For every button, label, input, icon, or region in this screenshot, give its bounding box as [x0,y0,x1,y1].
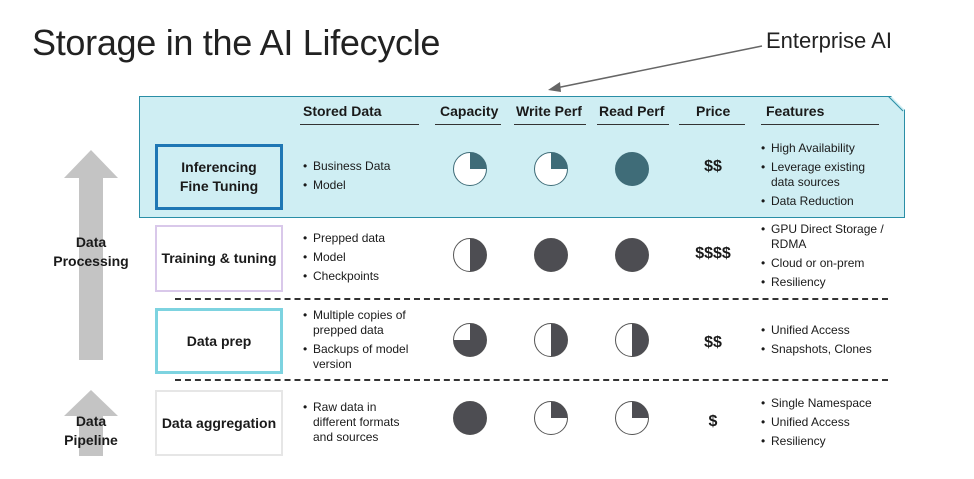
list-item: GPU Direct Storage / RDMA [761,222,886,252]
header-underline [514,124,586,125]
header-price: Price [696,103,731,119]
header-features: Features [766,103,825,119]
header-underline [300,124,419,125]
read-perf-pie [615,401,649,435]
price-value: $$$$ [695,245,731,262]
data-processing-label: Data Processing [53,234,129,269]
data-processing-arrow [64,150,118,360]
list-item: Data Reduction [761,194,886,209]
list-item: Resiliency [761,275,886,290]
price-value: $ [708,413,718,430]
list-item: Multiple copies of prepped data [303,308,428,338]
data-pipeline-arrow [64,390,118,456]
write-perf-pie [534,238,568,272]
list-item: Raw data in different formats and source… [303,400,418,445]
read-perf-pie [615,238,649,272]
read-perf-pie [615,152,649,186]
list-item: Snapshots, Clones [761,342,901,357]
features-list: Unified Access Snapshots, Clones [761,323,901,361]
header-underline [435,124,501,125]
enterprise-arrow [548,45,763,92]
capacity-pie [453,238,487,272]
capacity-pie [453,401,487,435]
stage-inferencing-fine-tuning: Inferencing Fine Tuning [155,144,283,210]
enterprise-ai-label: Enterprise AI [766,28,892,53]
stage-data-aggregation: Data aggregation [155,390,283,456]
write-perf-pie [534,152,568,186]
list-item: Unified Access [761,323,901,338]
header-read-perf: Read Perf [599,103,665,119]
list-item: Leverage existing data sources [761,160,886,190]
row-divider [175,379,888,381]
stored-data-list: Prepped data Model Checkpoints [303,231,385,288]
list-item: Prepped data [303,231,385,246]
stored-data-list: Multiple copies of prepped data Backups … [303,308,428,376]
features-list: GPU Direct Storage / RDMA Cloud or on-pr… [761,222,886,294]
features-list: High Availability Leverage existing data… [761,141,886,213]
list-item: Resiliency [761,434,901,449]
stage-data-prep: Data prep [155,308,283,374]
list-item: Single Namespace [761,396,901,411]
capacity-pie [453,323,487,357]
list-item: Business Data [303,159,390,174]
list-item: Unified Access [761,415,901,430]
stored-data-list: Business Data Model [303,159,390,197]
list-item: High Availability [761,141,886,156]
header-underline [679,124,745,125]
list-item: Cloud or on-prem [761,256,886,271]
header-stored-data: Stored Data [303,103,382,119]
features-list: Single Namespace Unified Access Resilien… [761,396,901,453]
list-item: Backups of model version [303,342,428,372]
data-pipeline-label: Data Pipeline [64,413,118,448]
row-divider [175,298,888,300]
list-item: Checkpoints [303,269,385,284]
stage-training-tuning: Training & tuning [155,225,283,292]
header-write-perf: Write Perf [516,103,582,119]
list-item: Model [303,178,390,193]
header-underline [597,124,669,125]
capacity-pie [453,152,487,186]
side-arrows [64,150,118,456]
read-perf-pie [615,323,649,357]
stored-data-list: Raw data in different formats and source… [303,400,418,449]
header-underline [761,124,879,125]
list-item: Model [303,250,385,265]
header-capacity: Capacity [440,103,499,119]
slide-title: Storage in the AI Lifecycle [32,22,441,63]
price-value: $$ [704,158,722,175]
price-value: $$ [704,334,722,351]
write-perf-pie [534,323,568,357]
panel-corner [888,96,904,112]
write-perf-pie [534,401,568,435]
